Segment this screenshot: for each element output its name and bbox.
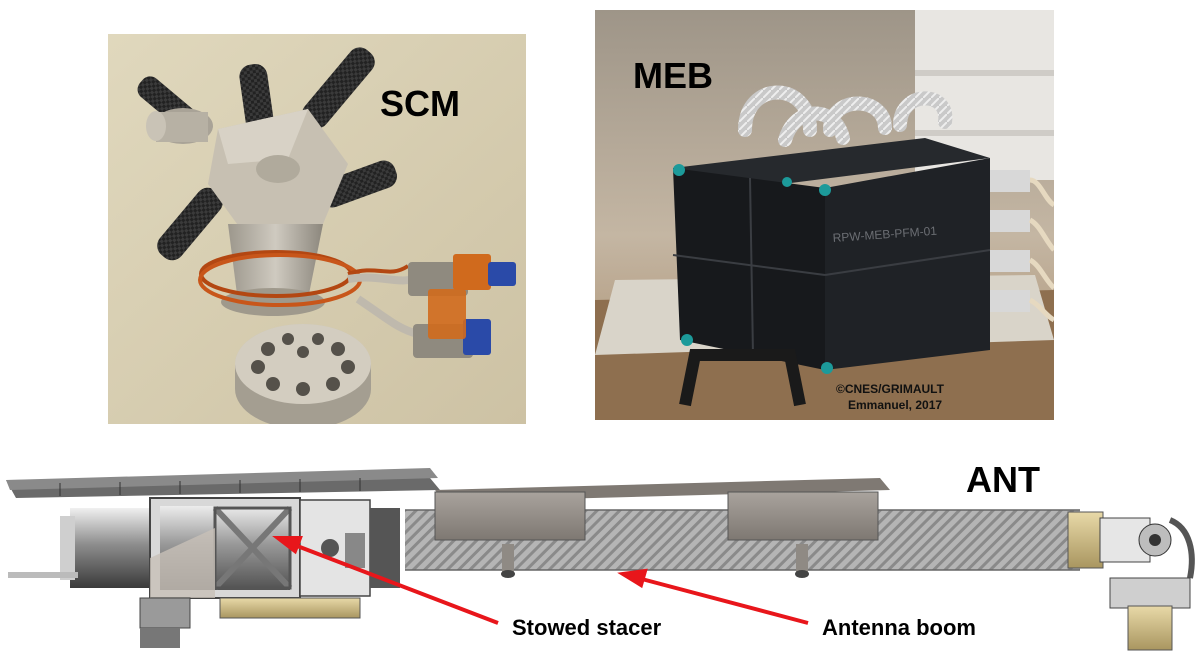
stowed-stacer-label: Stowed stacer	[512, 615, 662, 640]
ant-drawing	[0, 438, 1200, 656]
scm-photo	[108, 34, 526, 424]
ant-title: ANT	[966, 459, 1040, 500]
photo-credit-line1: ©CNES/GRIMAULT	[836, 382, 944, 396]
scm-illustration	[108, 34, 526, 424]
meb-title: MEB	[633, 55, 713, 96]
meb-illustration: RPW-MEB-PFM-01	[595, 10, 1054, 420]
scm-title: SCM	[380, 83, 460, 124]
photo-credit-line2: Emmanuel, 2017	[848, 398, 943, 412]
antenna-boom-label: Antenna boom	[822, 615, 976, 640]
meb-photo: RPW-MEB-PFM-01	[595, 10, 1054, 420]
ant-illustration	[6, 468, 1195, 651]
